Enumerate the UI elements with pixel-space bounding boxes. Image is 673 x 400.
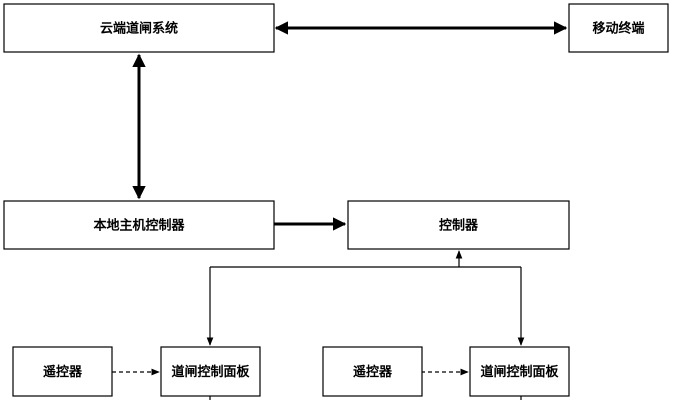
node-cloud-gate-system: 云端道闸系统 — [3, 3, 275, 53]
node-gate-panel-left: 道闸控制面板 — [160, 346, 261, 397]
node-label: 道闸控制面板 — [480, 364, 559, 380]
node-label: 控制器 — [439, 218, 479, 234]
node-label: 本地主机控制器 — [93, 218, 185, 234]
node-local-host-controller: 本地主机控制器 — [3, 200, 275, 250]
node-gate-panel-right: 道闸控制面板 — [469, 346, 570, 397]
node-label: 遥控器 — [353, 364, 393, 380]
node-label: 云端道闸系统 — [100, 21, 178, 37]
node-mobile-terminal: 移动终端 — [568, 3, 669, 53]
node-label: 遥控器 — [43, 364, 83, 380]
node-controller: 控制器 — [347, 200, 570, 250]
node-label: 道闸控制面板 — [171, 364, 250, 380]
node-remote-right: 遥控器 — [322, 346, 423, 397]
node-label: 移动终端 — [592, 21, 644, 37]
node-remote-left: 遥控器 — [12, 346, 113, 397]
